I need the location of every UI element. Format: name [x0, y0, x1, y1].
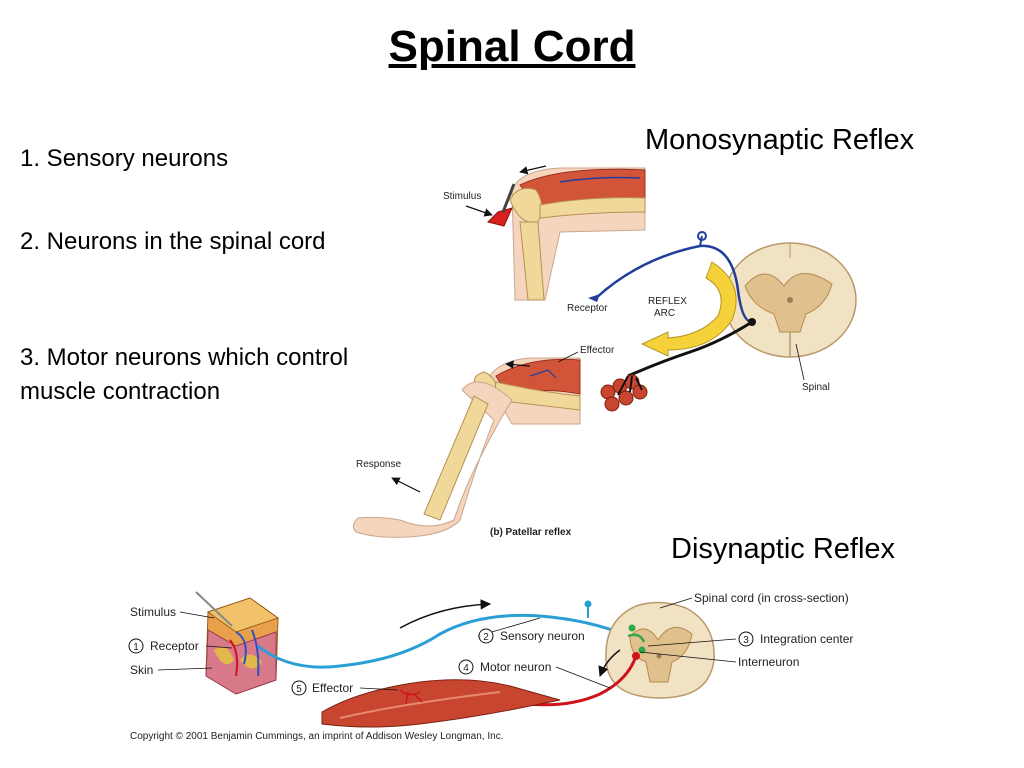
upper-leg-illustration: [509, 167, 646, 301]
interneuron-synapse: [627, 633, 646, 643]
mono-motor-neuron: [627, 320, 753, 378]
step-number-5: 5: [291, 680, 307, 696]
svg-text:4: 4: [463, 663, 469, 674]
stimulus-pointer: [465, 205, 493, 217]
step-number-2: 2: [478, 628, 494, 644]
reflex-arc-arrow: [640, 261, 737, 357]
di-sensory-direction-arrow: [399, 599, 492, 629]
point-spinal-neurons: 2. Neurons in the spinal cord: [20, 228, 326, 255]
di-label-integration-center: Integration center: [760, 632, 853, 646]
mono-label-reflex: REFLEX: [648, 296, 687, 307]
di-label-spinal-cord: Spinal cord (in cross-section): [694, 591, 849, 605]
svg-text:2: 2: [483, 632, 489, 643]
disynaptic-heading: Disynaptic Reflex: [671, 533, 896, 565]
mono-label-effector: Effector: [580, 345, 615, 356]
di-sensory-neuron: [257, 613, 629, 669]
svg-text:5: 5: [296, 684, 302, 695]
point-motor-neurons: 3. Motor neurons which control muscle co…: [20, 344, 349, 405]
reflex-hammer-icon: [487, 183, 516, 227]
response-arrow: [391, 477, 421, 493]
svg-text:1: 1: [133, 642, 139, 653]
di-label-interneuron: Interneuron: [738, 655, 799, 669]
skin-block-icon: [195, 591, 280, 695]
di-spinal-cord-icon: [605, 601, 715, 699]
mono-label-receptor: Receptor: [567, 303, 608, 314]
mono-label-stimulus: Stimulus: [443, 191, 481, 202]
di-motor-direction-arrow: [598, 649, 621, 677]
lower-leg-illustration: [352, 357, 581, 538]
di-label-effector: Effector: [312, 681, 353, 695]
mono-caption: (b) Patellar reflex: [490, 527, 572, 538]
di-label-motor-neuron: Motor neuron: [480, 660, 551, 674]
page-title: Spinal Cord: [388, 22, 636, 71]
step-number-1: 1: [128, 638, 144, 654]
mono-effector-muscle-bundle: [600, 374, 648, 412]
svg-text:3: 3: [743, 635, 749, 646]
mono-label-spinal: Spinal: [802, 382, 830, 393]
step-number-3: 3: [738, 631, 754, 647]
monosynaptic-heading: Monosynaptic Reflex: [645, 124, 915, 156]
di-label-skin: Skin: [130, 663, 153, 677]
di-label-sensory-neuron: Sensory neuron: [500, 629, 585, 643]
point-sensory-neurons: 1. Sensory neurons: [20, 145, 229, 172]
mono-spinal-cord-icon: [723, 242, 857, 358]
mono-label-response: Response: [356, 459, 401, 470]
di-label-stimulus: Stimulus: [130, 605, 176, 619]
mono-label-arc: ARC: [654, 308, 675, 319]
mono-sensory-neuron: [595, 244, 753, 324]
copyright-notice: Copyright © 2001 Benjamin Cummings, an i…: [130, 731, 504, 742]
movement-arrow-upper: [519, 165, 547, 175]
movement-arrow-lower: [505, 360, 531, 369]
di-label-receptor: Receptor: [150, 639, 199, 653]
di-effector-muscle-icon: [321, 679, 561, 728]
step-number-4: 4: [458, 659, 474, 675]
